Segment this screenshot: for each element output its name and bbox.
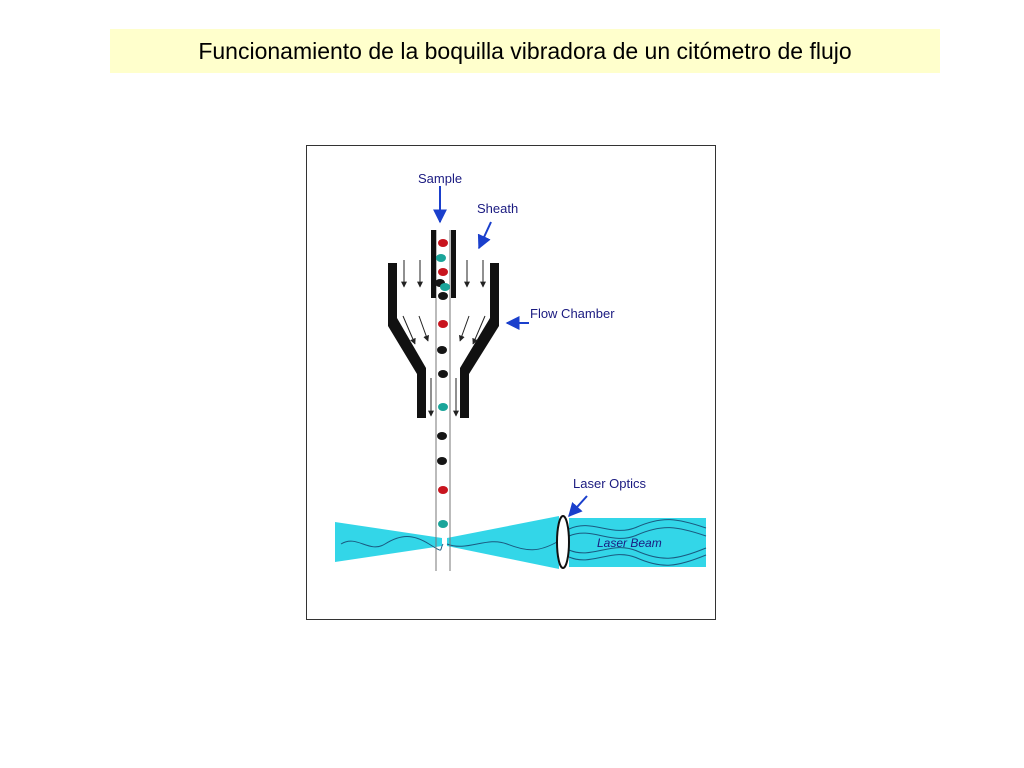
flow-cytometer-diagram: Sample Sheath Flow Chamber Laser Optics … [306, 145, 716, 620]
sample-tube-right-wall [451, 230, 456, 298]
laser-optics-arrow [568, 495, 588, 518]
cell-red [438, 268, 448, 276]
cell-red [438, 320, 448, 328]
cell-dark [438, 370, 448, 378]
beam-wave [568, 547, 707, 559]
cell-red [438, 239, 448, 247]
cell-teal [436, 254, 446, 262]
laser-lens [556, 515, 570, 569]
beam-wave [568, 527, 707, 539]
sheath-label: Sheath [477, 201, 518, 216]
cell-dark [437, 346, 447, 354]
laser-optics-label: Laser Optics [573, 476, 646, 491]
beam-wave [446, 541, 558, 551]
cell-teal [438, 520, 448, 528]
cell-dark [437, 457, 447, 465]
beam-wave [568, 519, 707, 531]
cell-teal [438, 403, 448, 411]
flow-chamber [388, 263, 499, 418]
beam-wave [568, 554, 707, 566]
flow-chamber-right-wall [460, 263, 499, 418]
beam-wave [340, 536, 444, 551]
cell-dark [437, 432, 447, 440]
flow-chamber-left-wall [388, 263, 426, 418]
cells [435, 239, 450, 528]
flow-chamber-label: Flow Chamber [530, 306, 615, 321]
laser-beam [335, 516, 707, 569]
sample-tube [431, 230, 456, 298]
sheath-arrow [477, 221, 492, 250]
slide-title: Funcionamiento de la boquilla vibradora … [110, 29, 940, 73]
cell-red [438, 486, 448, 494]
cell-dark [438, 292, 448, 300]
laser-beam-label: Laser Beam [597, 536, 662, 550]
sample-label: Sample [418, 171, 462, 186]
sample-tube-left-wall [431, 230, 436, 298]
cell-teal [440, 283, 450, 291]
diagram-canvas: Sample Sheath Flow Chamber Laser Optics … [335, 171, 707, 571]
sheath-flow-arrows [401, 260, 486, 417]
